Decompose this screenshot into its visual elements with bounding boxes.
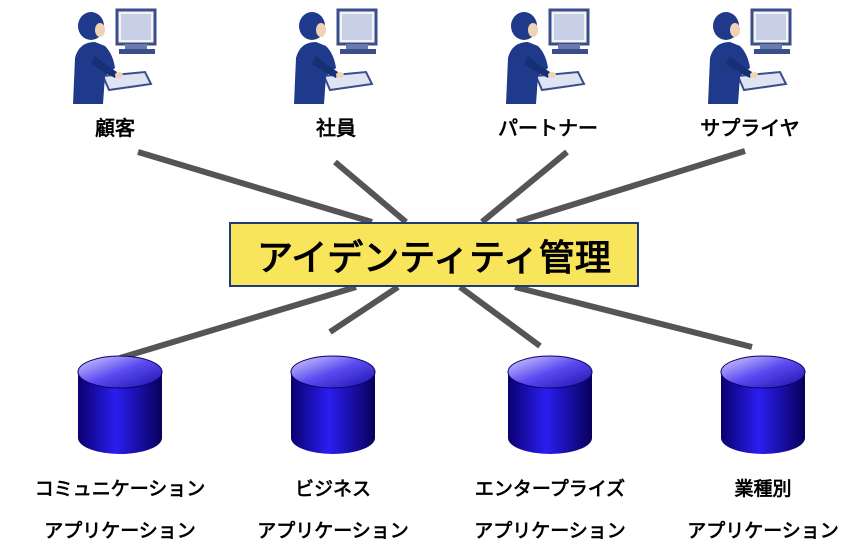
user-supplier: サプライヤ (680, 0, 820, 150)
user-label: 社員 (316, 116, 356, 140)
app-name: 業種別 (734, 478, 792, 500)
person-at-computer-icon (706, 8, 792, 106)
connector-app-3 (458, 284, 542, 349)
connector-app-1 (119, 284, 357, 361)
app-name: エンタープライズ (474, 478, 626, 500)
connector-app-4 (514, 284, 753, 350)
database-cylinder-icon (720, 355, 806, 455)
person-at-computer-icon (504, 8, 590, 106)
database-cylinder-icon (77, 355, 163, 455)
app-subtitle: アプリケーション (687, 520, 839, 542)
connector-user-1 (137, 149, 373, 225)
user-customer: 顧客 (45, 0, 185, 150)
database-cylinder-icon (507, 355, 593, 455)
app-name: ビジネス (294, 478, 371, 500)
user-label: パートナー (498, 116, 598, 140)
connector-user-3 (480, 149, 569, 225)
user-partner: パートナー (478, 0, 618, 150)
person-at-computer-icon (71, 8, 157, 106)
connector-app-2 (328, 284, 400, 335)
app-subtitle: アプリケーション (44, 520, 196, 542)
app-industry: 業種別 アプリケーション (678, 350, 848, 545)
user-label: 顧客 (95, 116, 135, 140)
user-employee: 社員 (266, 0, 406, 150)
app-name: コミュニケーション (34, 478, 206, 500)
app-subtitle: アプリケーション (257, 520, 409, 542)
app-business: ビジネス アプリケーション (248, 350, 418, 545)
connector-user-2 (333, 159, 408, 225)
identity-management-box: アイデンティティ管理 (229, 222, 639, 287)
app-enterprise: エンタープライズ アプリケーション (465, 350, 635, 545)
center-label: アイデンティティ管理 (257, 237, 611, 279)
person-at-computer-icon (292, 8, 378, 106)
user-label: サプライヤ (700, 116, 800, 140)
app-subtitle: アプリケーション (474, 520, 626, 542)
app-communication: コミュニケーション アプリケーション (35, 350, 205, 545)
database-cylinder-icon (290, 355, 376, 455)
connector-user-4 (516, 148, 746, 225)
